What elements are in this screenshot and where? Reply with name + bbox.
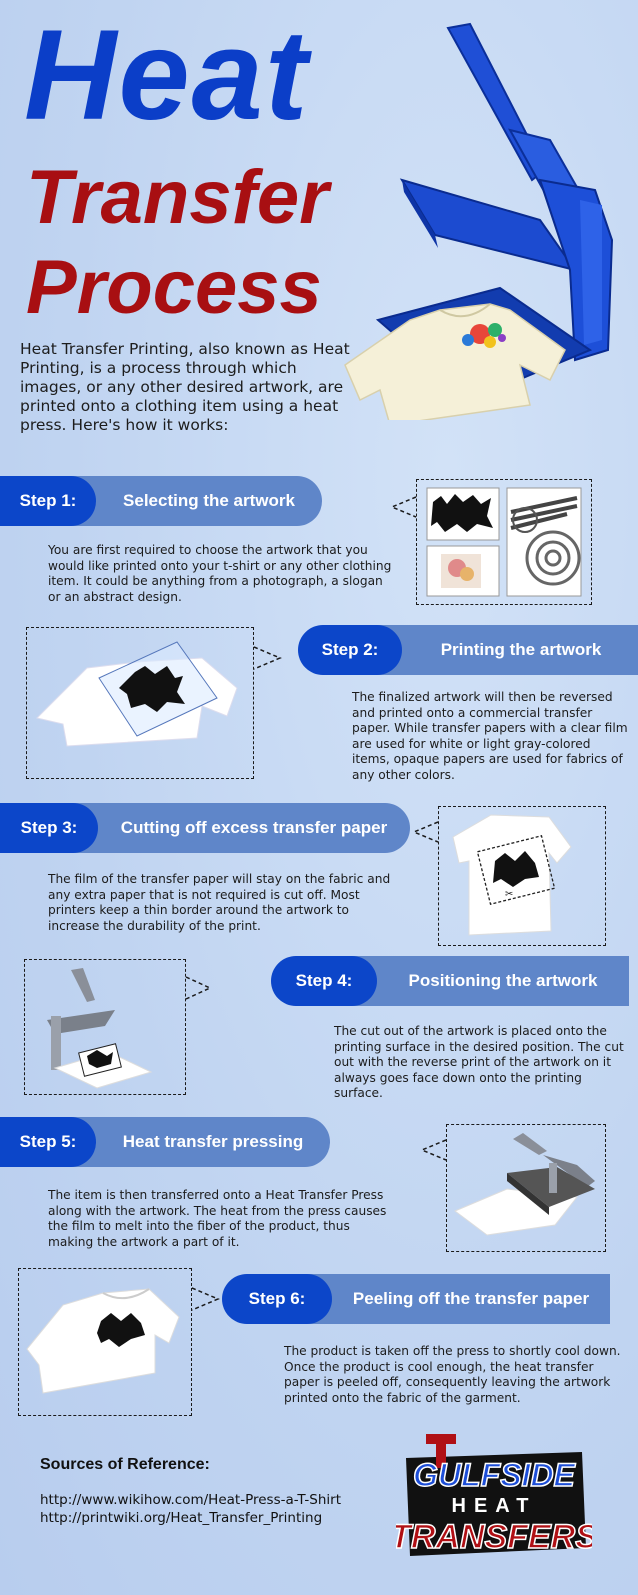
peeling-image [26,1288,180,1394]
title-process: Process [26,245,322,330]
step-2-number: Step 2: [298,625,402,675]
step-1-number: Step 1: [0,476,96,526]
step-2-title: Printing the artwork [374,625,638,675]
step-2-description: The finalized artwork will then be rever… [352,690,628,782]
step-4-banner: Step 4: Positioning the artwork [271,956,629,1006]
step-5-image-box [446,1124,606,1252]
step-6-number: Step 6: [222,1274,332,1324]
step-5-banner: Step 5: Heat transfer pressing [0,1117,330,1167]
step-3-pointer [412,821,439,843]
step-1-banner: Step 1: Selecting the artwork [0,476,322,526]
step-1-image-box [416,479,592,605]
step-1-title: Selecting the artwork [68,476,322,526]
step-3-title: Cutting off excess transfer paper [70,803,410,853]
title-transfer: Transfer [26,155,329,240]
sources-heading: Sources of Reference: [40,1456,210,1473]
title-heat: Heat [24,4,310,147]
step-3-description: The film of the transfer paper will stay… [48,872,391,933]
step-6-image-box [18,1268,192,1416]
source-link-wikihow[interactable]: http://www.wikihow.com/Heat-Press-a-T-Sh… [40,1492,341,1508]
source-link-printwiki[interactable]: http://printwiki.org/Heat_Transfer_Print… [40,1510,323,1526]
logo-line1: GULFSIDE [413,1457,576,1493]
intro-paragraph: Heat Transfer Printing, also known as He… [20,340,350,434]
step-5-title: Heat transfer pressing [68,1117,330,1167]
cut-transfer-image: ✂ [452,814,572,936]
pressing-image [454,1133,595,1236]
step-6-pointer [191,1287,220,1311]
svg-text:✂: ✂ [505,889,513,900]
step-1-description: You are first required to choose the art… [48,543,392,604]
step-3-number: Step 3: [0,803,98,853]
step-2-pointer [253,646,282,670]
positioning-image [47,968,153,1089]
step-4-description: The cut out of the artwork is placed ont… [334,1024,624,1100]
step-4-title: Positioning the artwork [349,956,629,1006]
step-2-banner: Step 2: Printing the artwork [298,625,638,675]
step-2-image-box [26,627,254,779]
step-5-description: The item is then transferred onto a Heat… [48,1188,387,1249]
logo-line3: TRANSFERS [396,1518,592,1556]
step-4-number: Step 4: [271,956,377,1006]
step-6-description: The product is taken off the press to sh… [284,1344,621,1405]
printed-transfer-image [36,641,238,747]
gulfside-logo: GULFSIDE HEAT TRANSFERS [396,1434,592,1557]
step-6-title: Peeling off the transfer paper [304,1274,610,1324]
step-3-banner: Step 3: Cutting off excess transfer pape… [0,803,410,853]
step-5-number: Step 5: [0,1117,96,1167]
step-3-image-box: ✂ [438,806,606,946]
step-6-banner: Step 6: Peeling off the transfer paper [222,1274,610,1324]
step-4-pointer [185,976,212,1000]
step-5-pointer [420,1139,447,1161]
step-4-image-box [24,959,186,1095]
logo-line2: HEAT [452,1495,537,1517]
step-1-pointer [390,496,417,518]
artwork-samples-image [426,487,582,597]
heat-press-illustration [344,22,614,420]
